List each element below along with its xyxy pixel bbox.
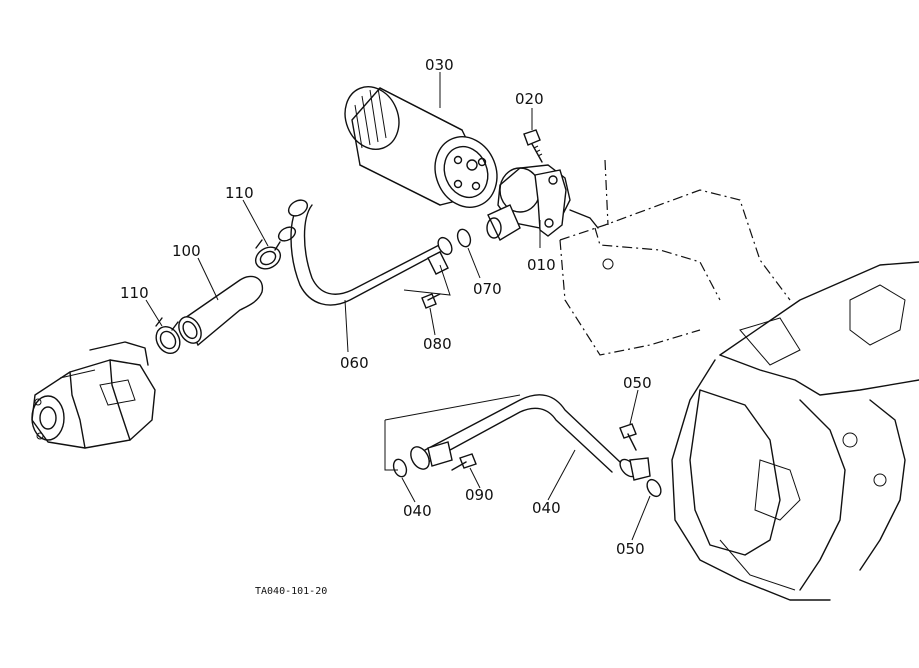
part-label-010: 010 [527,256,556,274]
bolt-icon [451,453,477,471]
transmission-case-icon [559,159,919,601]
part-label-050-left: 040 [403,502,432,520]
part-label-100: 100 [172,242,201,260]
part-label-070: 060 [340,354,369,372]
o-ring-icon [646,478,662,498]
leader-lines [145,72,651,541]
oil-filter-bracket-icon [486,164,599,241]
lower-oil-pipe-icon [384,394,651,481]
hydraulic-pump-icon [31,341,156,449]
o-ring-icon [392,458,408,478]
part-label-110-lower: 110 [120,284,149,302]
part-label-080: 070 [473,280,502,298]
part-labels: 030 020 010 110 100 110 060 070 080 050 … [120,56,652,558]
upper-oil-pipe-icon [287,199,453,306]
o-ring-icon [456,228,472,248]
hose-clamp-icon [254,226,297,270]
part-label-020: 020 [515,90,544,108]
part-label-060: 050 [623,374,652,392]
part-label-030: 030 [425,56,454,74]
part-label-050-right: 050 [616,540,645,558]
reference-code: TA040-101-20 [255,586,327,597]
part-label-040: 040 [532,499,561,517]
bolt-icon [619,423,637,451]
rubber-hose-icon [178,275,264,347]
oil-filter-cartridge-icon [344,86,498,208]
hose-clamp-icon [155,317,181,355]
bolt-icon [523,129,543,163]
part-label-090-lower: 090 [465,486,494,504]
bolt-icon [421,293,441,309]
part-label-090-upper: 080 [423,335,452,353]
part-label-110-upper: 110 [225,184,254,202]
